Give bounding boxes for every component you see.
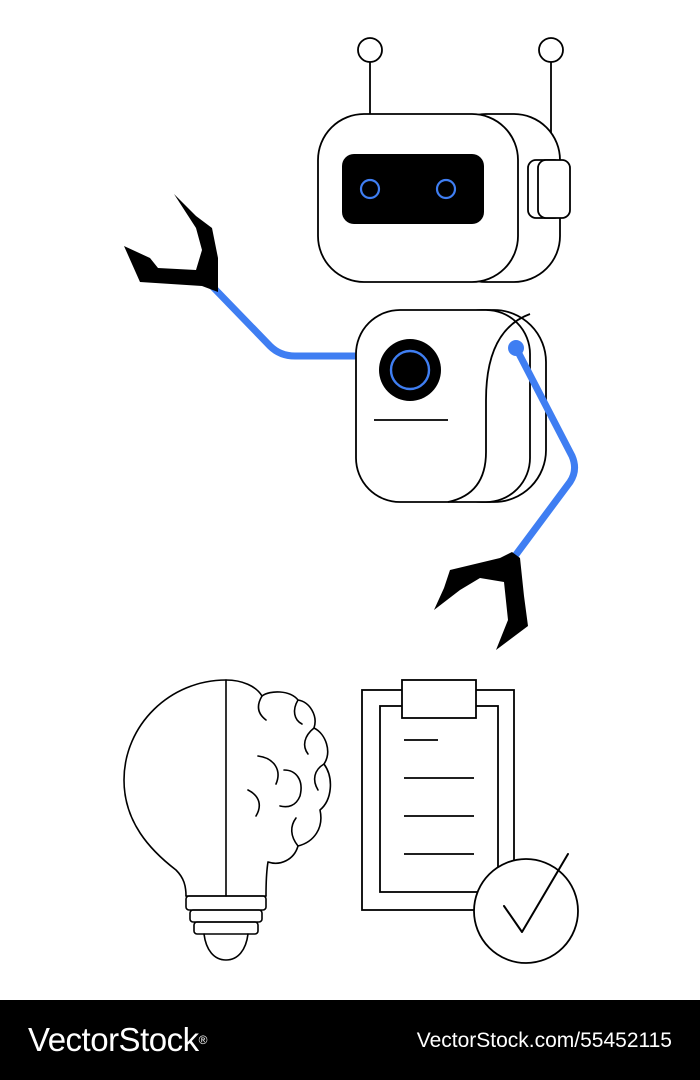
checkmark-icon [473, 853, 579, 964]
registered-mark: ® [198, 1033, 208, 1047]
robot-claw-icon [434, 552, 528, 650]
robot-body-icon [355, 309, 547, 503]
vectorstock-logo: VectorStock® [28, 1020, 207, 1060]
robot-eye-icon [359, 178, 381, 200]
robot-arm-icon [508, 340, 579, 564]
robot-eye-icon [435, 178, 457, 200]
robot-head-icon [317, 37, 571, 283]
lightbulb-brain-icon [123, 679, 332, 961]
brand-name: VectorStock [28, 1021, 199, 1058]
watermark-footer: VectorStock® VectorStock.com/55452115 [0, 1000, 700, 1080]
antenna-icon [357, 37, 564, 168]
robot-illustration [123, 37, 579, 964]
image-id-url: VectorStock.com/55452115 [416, 1029, 672, 1052]
robot-arm-icon [206, 280, 360, 360]
robot-claw-icon [124, 194, 218, 292]
clipboard-icon [361, 679, 515, 911]
